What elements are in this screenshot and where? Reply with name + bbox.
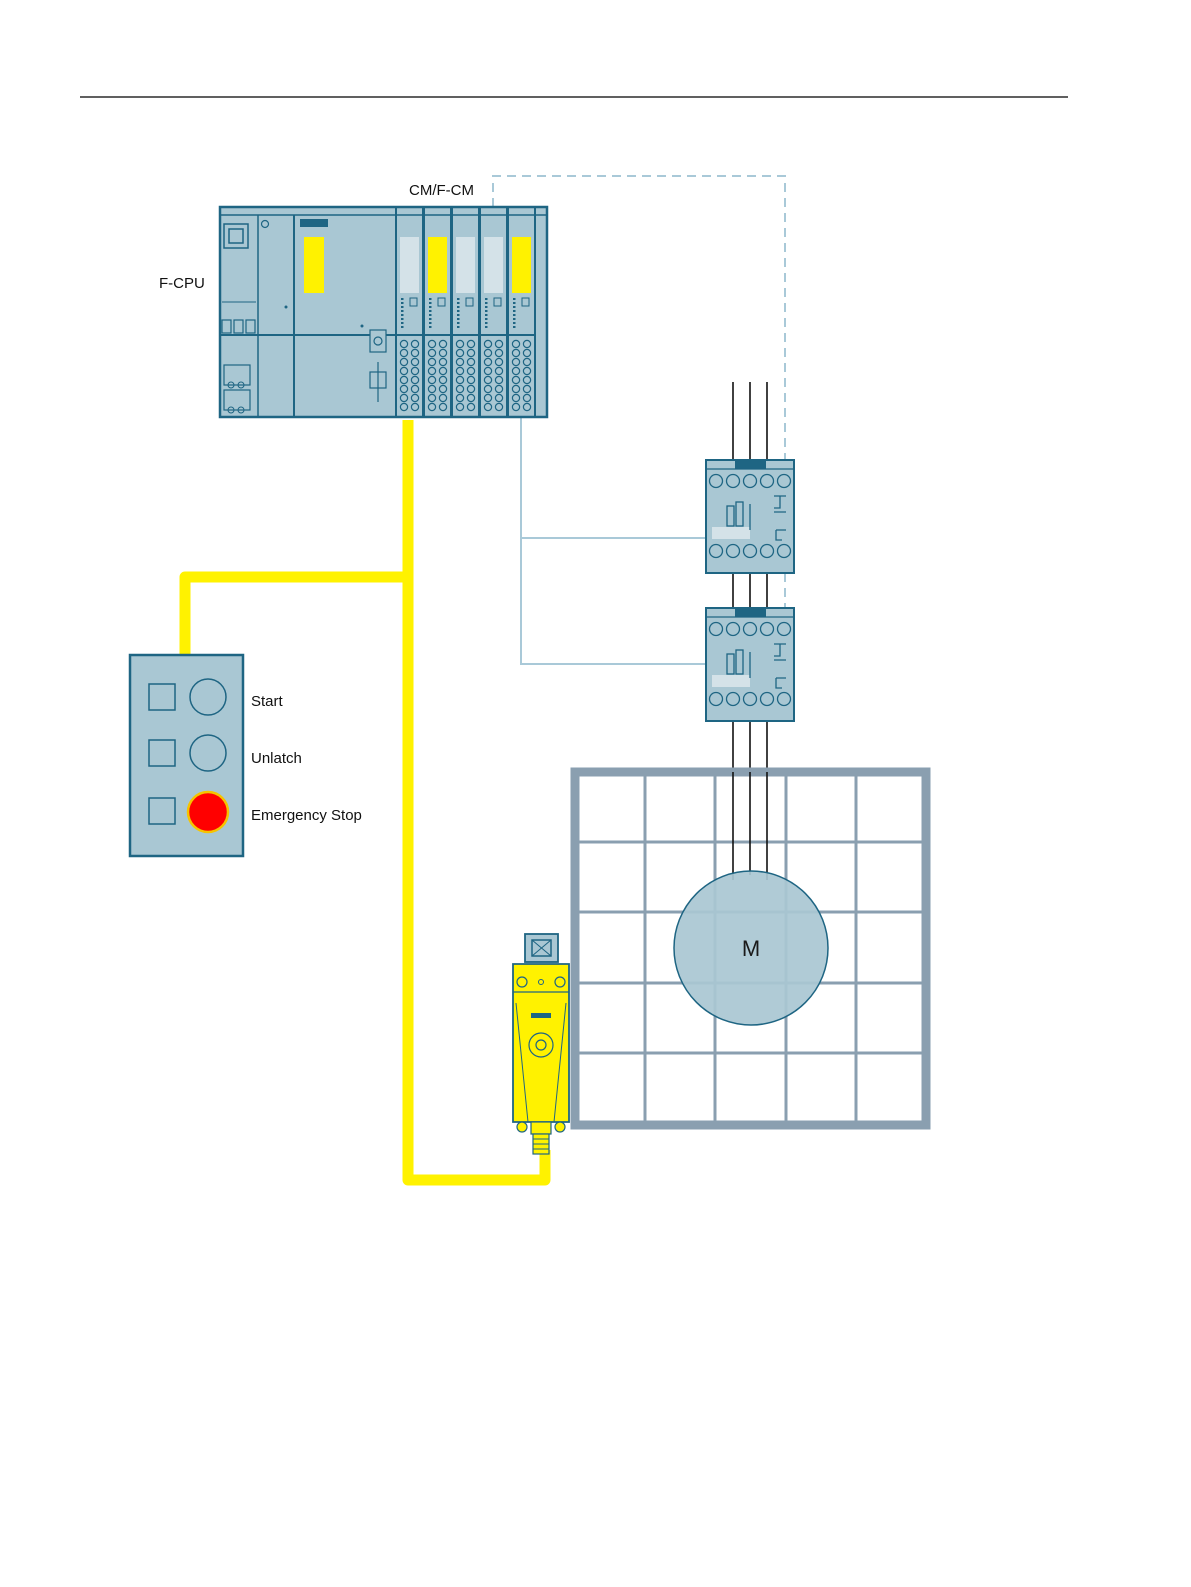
contactor-2 xyxy=(706,608,794,721)
label-emergency-stop: Emergency Stop xyxy=(251,807,362,824)
door-interlock-switch xyxy=(513,934,569,1154)
safety-bus-branch xyxy=(185,577,408,655)
signal-line-contactor-1 xyxy=(521,418,708,538)
label-unlatch: Unlatch xyxy=(251,750,302,767)
label-motor: M xyxy=(742,936,760,961)
label-f-cpu: F-CPU xyxy=(159,275,205,292)
cpu-display xyxy=(304,237,324,293)
ethernet-port-icon xyxy=(224,224,248,248)
signal-line-contactor-2 xyxy=(521,538,708,664)
plc-rack xyxy=(220,207,547,417)
label-cm-f-cm: CM/F-CM xyxy=(409,182,474,199)
label-start: Start xyxy=(251,693,284,710)
cpu-key-switch xyxy=(370,330,386,352)
emergency-stop-button[interactable] xyxy=(188,792,228,832)
contactor-1 xyxy=(706,460,794,573)
control-panel xyxy=(130,655,243,856)
